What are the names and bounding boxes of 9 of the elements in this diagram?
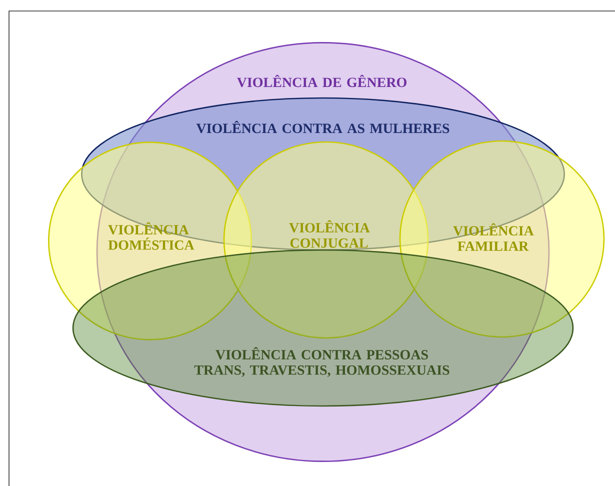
venn-circle (399, 140, 605, 338)
venn-ellipse (72, 249, 574, 407)
venn-label: VIOLÊNCIA CONTRA PESSOAS TRANS, TRAVESTIS, HOMOSSEXUAIS (194, 347, 450, 377)
venn-label: VIOLÊNCIA FAMILIAR (453, 223, 534, 251)
venn-label: VIOLÊNCIA DE GÊNERO (237, 74, 406, 88)
venn-label: VIOLÊNCIA DOMÉSTICA (108, 222, 194, 250)
venn-label: VIOLÊNCIA CONJUGAL (289, 220, 370, 248)
venn-label: VIOLÊNCIA CONTRA AS MULHERES (196, 120, 450, 134)
venn-ellipse (96, 42, 550, 462)
